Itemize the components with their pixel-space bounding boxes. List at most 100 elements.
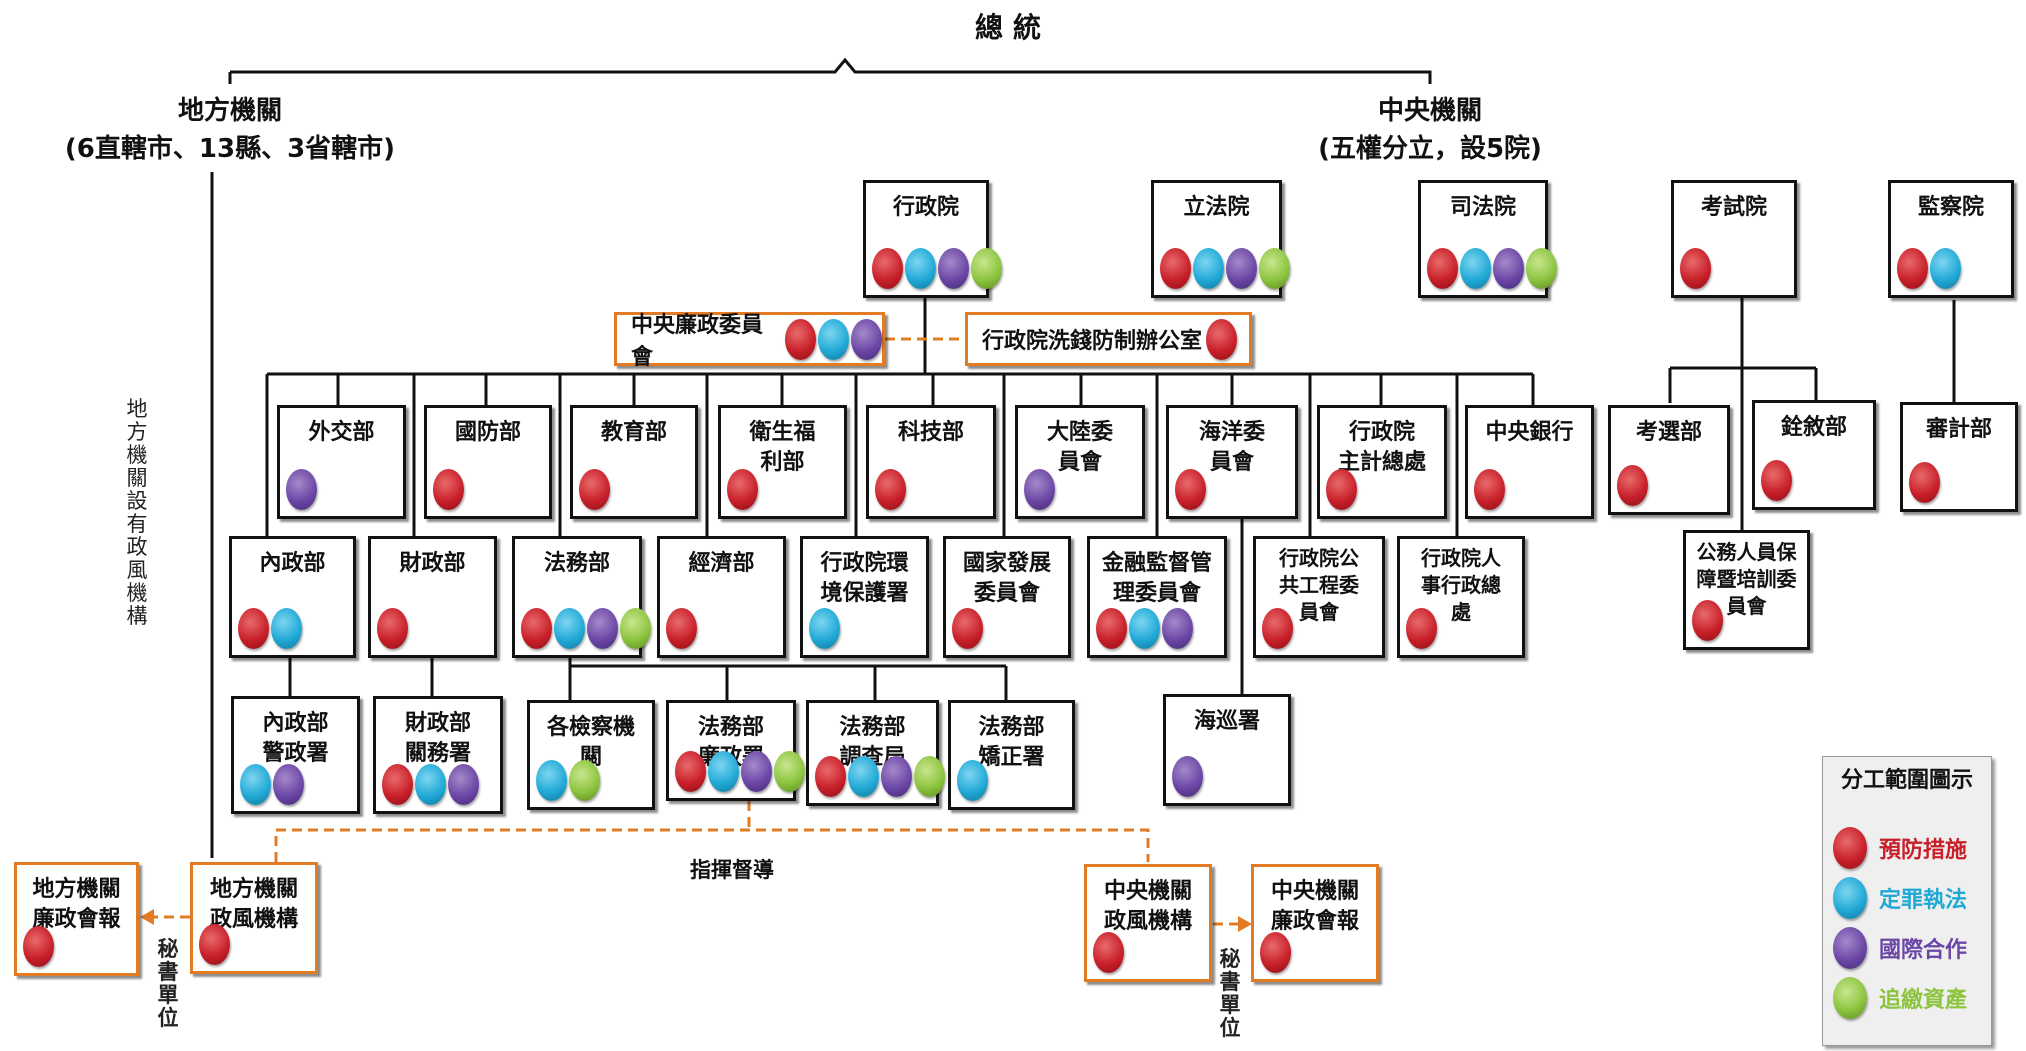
- function-dots: [815, 756, 945, 797]
- red-dot: [1692, 600, 1723, 641]
- red-dot: [1093, 932, 1124, 973]
- aac-box: 法務部 廉政署: [666, 700, 805, 801]
- function-dots: [875, 469, 906, 510]
- mofa-box: 外交部: [277, 405, 406, 519]
- function-dots: [1897, 248, 1961, 289]
- box-label: 行政院洗錢防制辦公室: [982, 329, 1203, 354]
- local-ethics-vertical-note: 地方機關設有政風機構: [126, 397, 148, 628]
- blue-dot: [1930, 248, 1961, 289]
- box-label: 行政院環 境保護署: [820, 551, 909, 606]
- function-dots: [1172, 756, 1203, 797]
- box-label: 科技部: [897, 420, 964, 445]
- dgpa-box: 行政院人 事行政總 處: [1397, 536, 1525, 658]
- legend-label: 國際合作: [1879, 938, 1968, 963]
- cga-box: 海巡署: [1163, 694, 1291, 806]
- box-label: 中央機關 廉政會報: [1270, 879, 1359, 934]
- legend: 分工範圍圖示 預防措施 定罪執法 國際合作 追繳資產: [1822, 756, 1992, 1046]
- function-dots: [1175, 469, 1206, 510]
- box-label: 海巡署: [1193, 709, 1260, 734]
- red-dot: [23, 926, 54, 967]
- box-label: 監察院: [1917, 195, 1984, 220]
- red-dot: [875, 469, 906, 510]
- legend-title: 分工範圍圖示: [1840, 768, 1973, 793]
- red-dot: [433, 469, 464, 510]
- function-dots: [1617, 465, 1648, 506]
- red-dot: [1617, 465, 1648, 506]
- function-dots: [1260, 932, 1291, 973]
- central-ethics-unit-box: 中央機關 政風機構: [1084, 864, 1212, 982]
- blue-dot: [415, 764, 446, 805]
- function-dots: [1909, 462, 1940, 503]
- local-agencies-label: 地方機關 (6直轄市、13縣、3省轄市): [40, 92, 420, 168]
- function-dots: [286, 469, 317, 510]
- function-dots: [536, 760, 600, 801]
- red-dot: [1160, 248, 1191, 289]
- legend-dot: [1833, 977, 1867, 1019]
- mnd-box: 國防部: [424, 405, 552, 519]
- local-ethics-meeting-box: 地方機關 廉政會報: [14, 862, 139, 976]
- box-label: 審計部: [1925, 417, 1992, 442]
- blue-dot: [708, 751, 739, 792]
- purple-dot: [1226, 248, 1257, 289]
- red-dot: [199, 924, 230, 965]
- box-label: 司法院: [1449, 195, 1516, 220]
- box-label: 內政部: [259, 551, 326, 576]
- central-agencies-label: 中央機關 (五權分立，設5院): [1290, 92, 1570, 168]
- red-dot: [1427, 248, 1458, 289]
- blue-dot: [818, 318, 849, 360]
- function-dots: [666, 608, 697, 649]
- local-agencies-title: 地方機關: [177, 96, 282, 126]
- function-dots: [382, 764, 479, 805]
- function-dots: [1692, 600, 1723, 641]
- cbc-box: 中央銀行: [1465, 405, 1594, 519]
- legend-dot: [1833, 827, 1867, 869]
- mjib-box: 法務部 調查局: [806, 700, 945, 806]
- legend-label: 定罪執法: [1879, 888, 1968, 913]
- purple-dot: [273, 764, 304, 805]
- red-dot: [1262, 608, 1293, 649]
- function-dots: [433, 469, 464, 510]
- box-label: 中央銀行: [1485, 420, 1574, 445]
- box-label: 考選部: [1635, 420, 1702, 445]
- box-label: 行政院: [892, 195, 959, 220]
- legend-item: 國際合作: [1833, 927, 1967, 969]
- blue-dot: [536, 760, 567, 801]
- moex-box: 考選部: [1608, 405, 1730, 515]
- red-dot: [1680, 248, 1711, 289]
- central-agencies-subtitle: (五權分立，設5院): [1318, 134, 1542, 164]
- most-box: 科技部: [866, 405, 996, 519]
- purple-dot: [741, 751, 772, 792]
- function-dots: [23, 926, 54, 967]
- red-dot: [675, 751, 706, 792]
- secretariat-left-note: 秘書單位: [157, 937, 179, 1030]
- red-dot: [1909, 462, 1940, 503]
- function-dots: [872, 248, 1002, 289]
- local-agencies-subtitle: (6直轄市、13縣、3省轄市): [64, 134, 396, 164]
- purple-dot: [1162, 608, 1193, 649]
- purple-dot: [881, 756, 912, 797]
- function-dots: [727, 469, 758, 510]
- box-label: 法務部 矯正署: [978, 715, 1045, 770]
- red-dot: [1326, 469, 1357, 510]
- box-label: 教育部: [600, 420, 667, 445]
- function-dots: [957, 760, 988, 801]
- command-note: 指揮督導: [690, 858, 774, 882]
- mohw-box: 衛生福 利部: [718, 405, 847, 519]
- function-dots: [1093, 932, 1124, 973]
- moj-box: 法務部: [512, 536, 651, 658]
- function-dots: [199, 924, 230, 965]
- red-dot: [727, 469, 758, 510]
- customs-box: 財政部 關務署: [373, 696, 503, 814]
- blue-dot: [1193, 248, 1224, 289]
- npa-box: 內政部 警政署: [231, 696, 360, 814]
- function-dots: [1160, 248, 1290, 289]
- function-dots: [238, 608, 302, 649]
- box-label: 經濟部: [688, 551, 755, 576]
- red-dot: [1206, 318, 1238, 360]
- box-label: 立法院: [1183, 195, 1250, 220]
- function-dots: [1096, 608, 1193, 649]
- function-dots: [809, 608, 840, 649]
- purple-dot: [587, 608, 618, 649]
- box-label: 法務部: [543, 551, 610, 576]
